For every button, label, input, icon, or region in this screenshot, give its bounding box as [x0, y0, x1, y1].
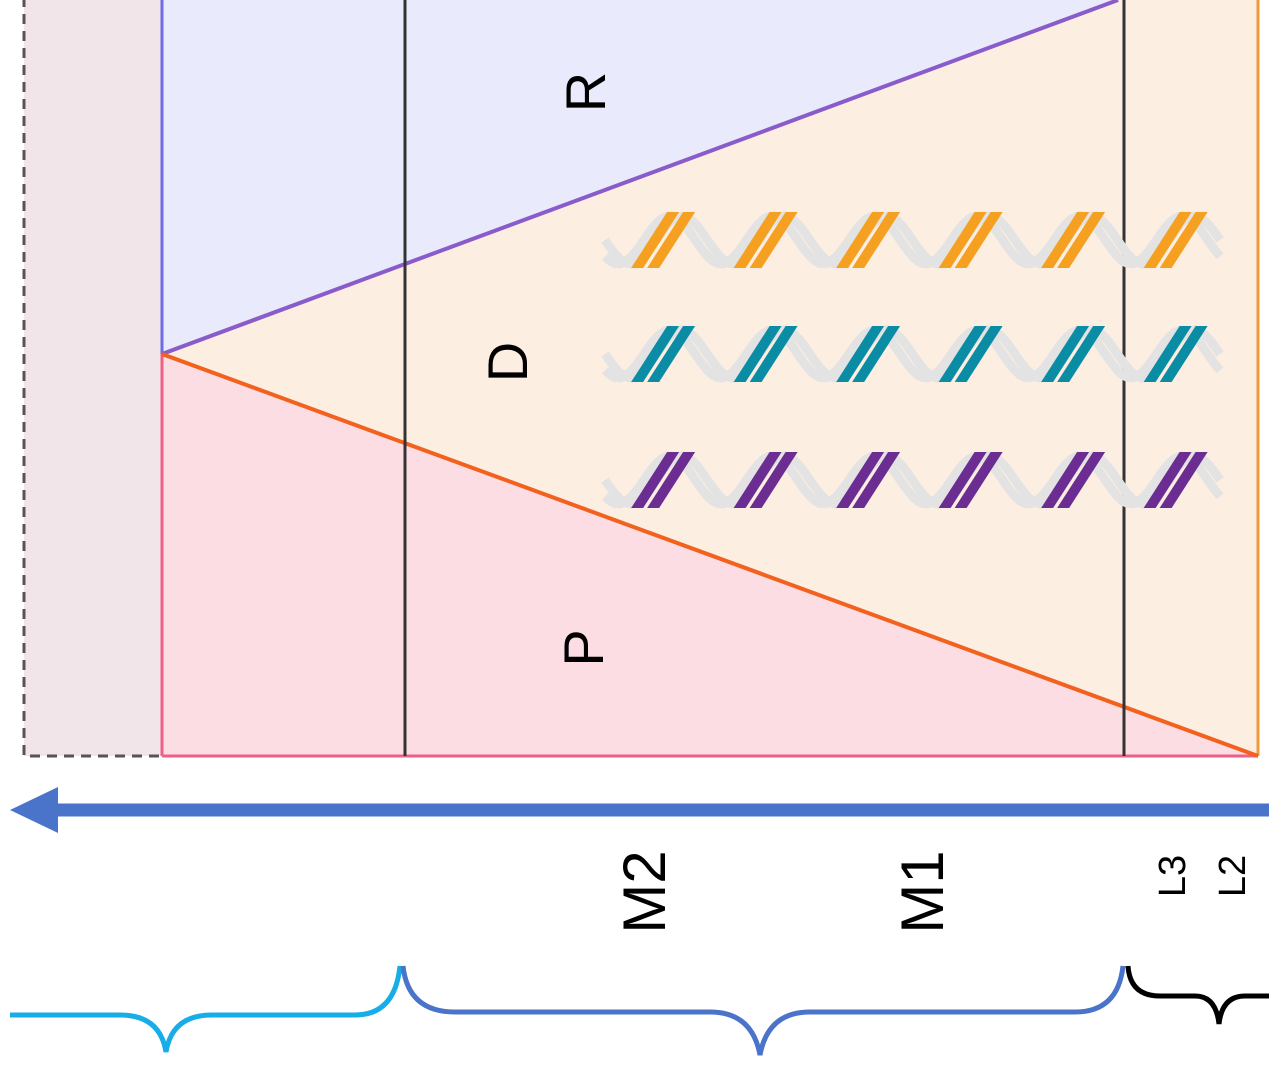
helix-teal-strand — [1041, 326, 1090, 382]
helix-purple-strand — [1159, 452, 1208, 508]
helix-purple-back-strand — [601, 451, 1224, 509]
helix-orange-strand — [749, 212, 798, 268]
helices-group — [601, 211, 1224, 509]
helix-purple-strand — [749, 452, 798, 508]
helix-teal-strand — [631, 326, 680, 382]
helix-purple-strand — [836, 452, 885, 508]
region-d-label: D — [476, 342, 539, 382]
helix-orange-strand — [1159, 212, 1208, 268]
helix-teal-back-strand — [601, 325, 1224, 383]
helix-orange — [601, 211, 1224, 269]
stage-label-l3: L3 — [1152, 855, 1194, 897]
helix-purple-strand — [647, 452, 696, 508]
helix-teal-strand — [647, 326, 696, 382]
stage-label-m1: M1 — [889, 850, 956, 933]
brace-black — [1125, 965, 1269, 1025]
helix-teal-strand — [1057, 326, 1106, 382]
helix-purple-strand — [631, 452, 680, 508]
region-p-label: P — [552, 629, 615, 666]
helix-teal-strand — [1143, 326, 1192, 382]
r-boundary-line — [161, 0, 1119, 356]
helix-purple-strand — [1041, 452, 1090, 508]
helix-teal-strand — [938, 326, 987, 382]
helix-purple-strand — [938, 452, 987, 508]
helix-orange-back-strand — [601, 211, 1224, 269]
helix-orange-strand — [733, 212, 782, 268]
helix-purple-strand — [733, 452, 782, 508]
helix-orange-strand — [954, 212, 1003, 268]
helix-orange-strand — [647, 212, 696, 268]
region-r-label: R — [554, 72, 617, 112]
helix-orange-strand — [1143, 212, 1192, 268]
helix-orange-strand — [852, 212, 901, 268]
helix-purple-strand — [954, 452, 1003, 508]
p-boundary-line — [161, 352, 1259, 758]
helix-purple — [601, 451, 1224, 509]
helix-orange-strand — [1041, 212, 1090, 268]
helix-teal-strand — [836, 326, 885, 382]
helix-teal-back-strand — [601, 325, 1224, 383]
helix-orange-strand — [836, 212, 885, 268]
stage-label-l2: L2 — [1212, 855, 1254, 897]
helix-teal-strand — [749, 326, 798, 382]
helix-orange-strand — [938, 212, 987, 268]
helix-teal-strand — [1159, 326, 1208, 382]
brace-dark-blue — [400, 965, 1126, 1056]
brace-light-blue — [10, 965, 403, 1053]
helix-teal-strand — [954, 326, 1003, 382]
helix-purple-strand — [1143, 452, 1192, 508]
helix-orange-strand — [1057, 212, 1106, 268]
helix-purple-back-strand — [601, 451, 1224, 509]
helix-purple-strand — [852, 452, 901, 508]
helix-purple-strand — [1057, 452, 1106, 508]
direction-arrow-head — [10, 787, 58, 833]
helix-teal — [601, 325, 1224, 383]
helix-orange-back-strand — [601, 211, 1224, 269]
stage-label-m2: M2 — [611, 850, 678, 933]
left-dashed-region — [22, 0, 164, 758]
helix-orange-strand — [631, 212, 680, 268]
helix-teal-strand — [852, 326, 901, 382]
helix-teal-strand — [733, 326, 782, 382]
